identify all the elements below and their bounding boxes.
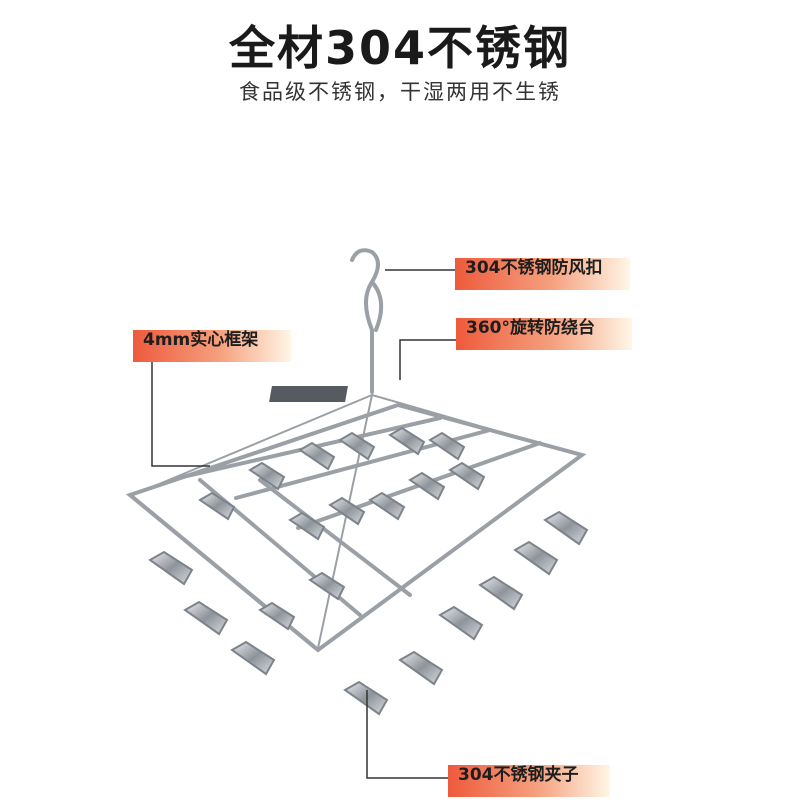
callout-swivel: 360°旋转防绕台	[456, 318, 632, 350]
callout-frame: 4mm实心框架	[133, 330, 291, 362]
callout-clip-label: 304不锈钢夹子	[458, 765, 579, 785]
page-subtitle: 食品级不锈钢，干湿两用不生锈	[239, 80, 561, 104]
callout-swivel-label: 360°旋转防绕台	[466, 318, 595, 338]
page-title: 全材304不锈钢	[228, 21, 572, 75]
callout-hook: 304不锈钢防风扣	[455, 258, 630, 290]
callout-frame-label: 4mm实心框架	[143, 330, 259, 350]
callout-hook-label: 304不锈钢防风扣	[465, 258, 603, 278]
callout-clip: 304不锈钢夹子	[448, 765, 610, 797]
